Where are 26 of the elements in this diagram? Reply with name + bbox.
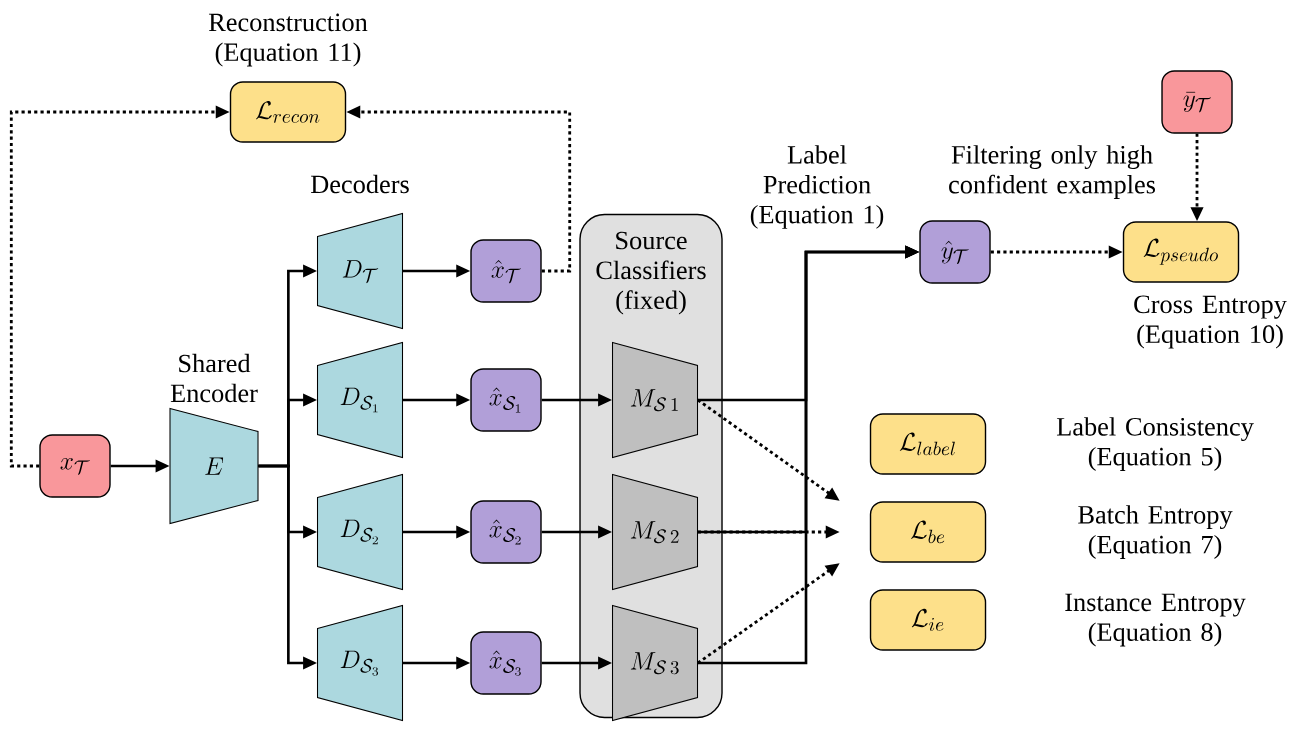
caption-text: Instance Entropy (Equation 8) — [1065, 593, 1246, 647]
output-box: $\hat{x}_{\mathcal{T}}$ — [470, 239, 542, 303]
loss-box: $\mathcal{L}_{recon}$ — [229, 81, 347, 143]
classifier-trapezoid: $M_{\mathcal{S}\,1}$ — [612, 341, 699, 459]
prediction-box: $\hat{y}_{\mathcal{T}}$ — [919, 220, 991, 284]
decoder-trapezoid: $D_{\mathcal{T}}$ — [317, 212, 404, 330]
label-box: $\bar{y}_{\mathcal{T}}$ — [1161, 70, 1233, 134]
input-box: $x_{\mathcal{T}}$ — [39, 434, 111, 498]
decoder-trapezoid: $D_{\mathcal{S}_2}$ — [317, 473, 404, 591]
label-text: Label Prediction (Equation 1) — [750, 145, 884, 229]
caption-text: Reconstruction (Equation 11) — [209, 13, 368, 67]
decoder-trapezoid: $D_{\mathcal{S}_3}$ — [317, 604, 404, 722]
loss-box: $\mathcal{L}_{label}$ — [869, 413, 987, 475]
caption-text: Label Consistency (Equation 5) — [1056, 417, 1254, 471]
output-box: $\hat{x}_{\mathcal{S}_1}$ — [470, 368, 542, 432]
caption-text: Batch Entropy (Equation 7) — [1078, 505, 1233, 559]
output-box: $\hat{x}_{\mathcal{S}_2}$ — [470, 500, 542, 564]
caption-text: Cross Entropy (Equation 10) — [1134, 295, 1287, 349]
label-text: Decoders — [311, 174, 409, 194]
loss-box: $\mathcal{L}_{ie}$ — [869, 589, 987, 651]
decoder-trapezoid: $D_{\mathcal{S}_1}$ — [317, 341, 404, 459]
caption-text: Shared Encoder — [170, 353, 258, 403]
output-box: $\hat{x}_{\mathcal{S}_3}$ — [470, 631, 542, 695]
loss-box: $\mathcal{L}_{be}$ — [869, 501, 987, 563]
loss-box: $\mathcal{L}_{pseudo}$ — [1122, 221, 1240, 283]
edge-label: Filtering only high confident examples — [949, 145, 1155, 199]
